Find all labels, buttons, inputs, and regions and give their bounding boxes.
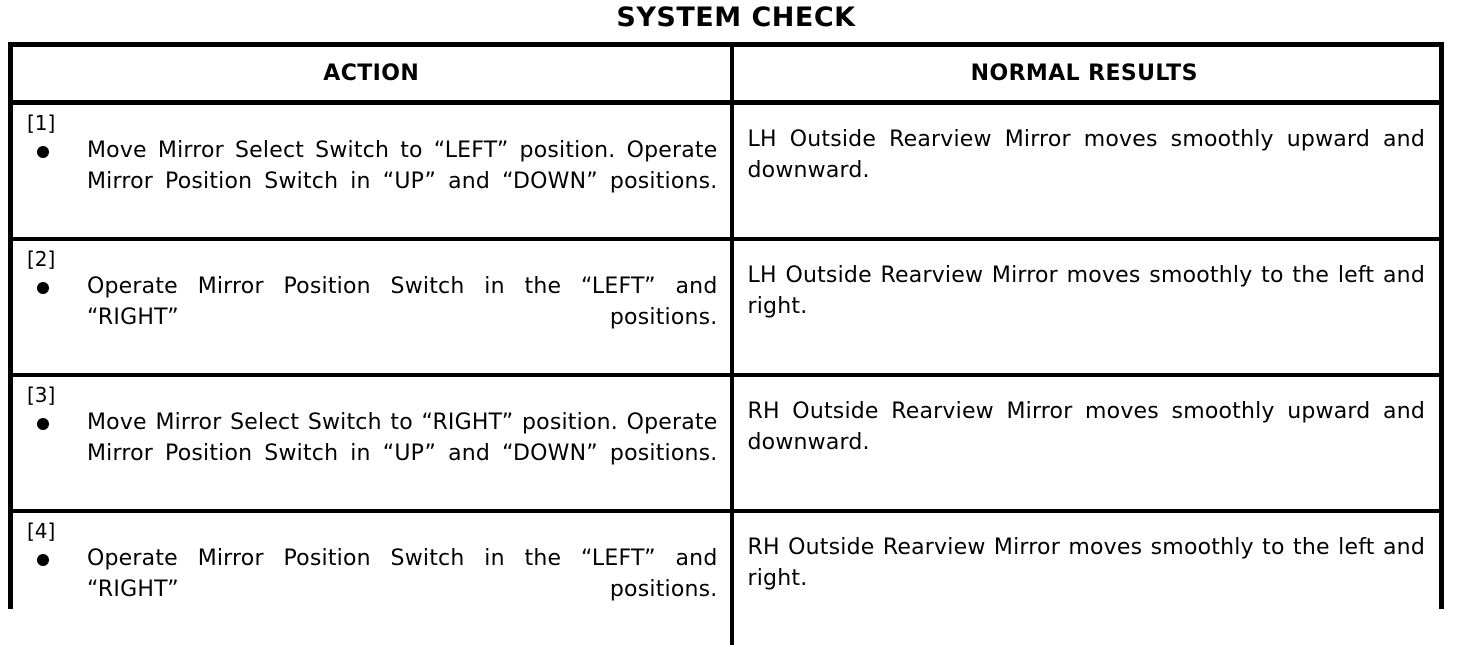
step-body: Operate Mirror Position Switch in the “L… bbox=[27, 543, 718, 636]
action-cell: [1] Move Mirror Select Switch to “LEFT” … bbox=[13, 105, 730, 237]
bullet-icon bbox=[37, 418, 49, 430]
table-row: [1] Move Mirror Select Switch to “LEFT” … bbox=[13, 105, 1439, 241]
action-cell: [4] Operate Mirror Position Switch in th… bbox=[13, 513, 730, 645]
action-cell: [2] Operate Mirror Position Switch in th… bbox=[13, 241, 730, 373]
results-cell: LH Outside Rearview Mirror moves smoothl… bbox=[729, 241, 1440, 373]
table-inner: ACTION NORMAL RESULTS [1] Move Mirror Se… bbox=[13, 47, 1439, 645]
action-text: Operate Mirror Position Switch in the “L… bbox=[87, 274, 718, 330]
results-cell: RH Outside Rearview Mirror moves smoothl… bbox=[729, 513, 1440, 645]
table-row: [4] Operate Mirror Position Switch in th… bbox=[13, 513, 1439, 645]
column-header-normal-results: NORMAL RESULTS bbox=[970, 61, 1198, 86]
results-cell: RH Outside Rearview Mirror moves smoothl… bbox=[729, 377, 1440, 509]
result-text: LH Outside Rearview Mirror moves smoothl… bbox=[747, 262, 1425, 319]
step-body: Move Mirror Select Switch to “RIGHT” pos… bbox=[27, 407, 718, 500]
action-text: Operate Mirror Position Switch in the “L… bbox=[87, 546, 718, 602]
results-cell: LH Outside Rearview Mirror moves smoothl… bbox=[729, 105, 1440, 237]
system-check-page: SYSTEM CHECK ACTION NORMAL RESULTS [1] M… bbox=[8, 2, 1444, 645]
bullet-icon bbox=[37, 146, 49, 158]
column-divider bbox=[730, 47, 734, 100]
action-text: Move Mirror Select Switch to “LEFT” posi… bbox=[87, 138, 718, 194]
step-body: Move Mirror Select Switch to “LEFT” posi… bbox=[27, 135, 718, 228]
result-text: RH Outside Rearview Mirror moves smoothl… bbox=[747, 398, 1425, 455]
step-label: [1] bbox=[27, 111, 56, 135]
bullet-icon bbox=[37, 554, 49, 566]
step-body: Operate Mirror Position Switch in the “L… bbox=[27, 271, 718, 364]
page-title: SYSTEM CHECK bbox=[616, 2, 856, 33]
step-label: [4] bbox=[27, 519, 56, 543]
table-row: [2] Operate Mirror Position Switch in th… bbox=[13, 241, 1439, 377]
step-label: [3] bbox=[27, 383, 56, 407]
step-label: [2] bbox=[27, 247, 56, 271]
action-text: Move Mirror Select Switch to “RIGHT” pos… bbox=[87, 410, 718, 466]
action-cell: [3] Move Mirror Select Switch to “RIGHT”… bbox=[13, 377, 730, 509]
result-text: RH Outside Rearview Mirror moves smoothl… bbox=[747, 534, 1425, 591]
system-check-table: ACTION NORMAL RESULTS [1] Move Mirror Se… bbox=[8, 42, 1444, 645]
bullet-icon bbox=[37, 282, 49, 294]
table-body: [1] Move Mirror Select Switch to “LEFT” … bbox=[13, 105, 1439, 645]
table-header-row: ACTION NORMAL RESULTS bbox=[13, 47, 1439, 105]
result-text: LH Outside Rearview Mirror moves smoothl… bbox=[747, 126, 1425, 183]
table-row: [3] Move Mirror Select Switch to “RIGHT”… bbox=[13, 377, 1439, 513]
column-header-action: ACTION bbox=[323, 61, 420, 86]
